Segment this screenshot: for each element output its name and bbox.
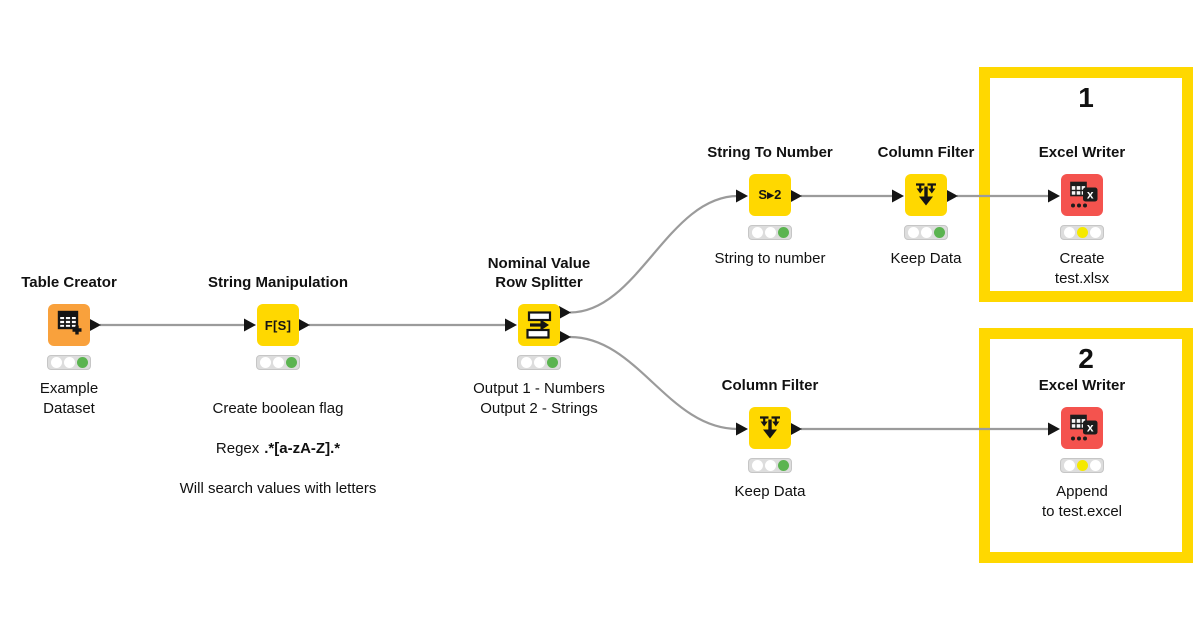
node-annotation: Keep Data (890, 250, 962, 267)
output-port[interactable] (946, 189, 958, 203)
node-annotation: Create boolean flag Regex.*[a-zA-Z].* Wi… (180, 379, 377, 519)
column-filter-icon[interactable] (905, 174, 947, 216)
status-dot (1063, 460, 1075, 471)
excel-writer-icon[interactable]: x (1061, 407, 1103, 449)
row-splitter-icon-graphic (526, 311, 552, 339)
string-manipulation-icon[interactable]: F[S] (257, 304, 299, 346)
annotation-line: Create boolean flag (212, 400, 344, 417)
table-plus-icon[interactable] (48, 304, 90, 346)
status-dot (777, 460, 789, 471)
status-dot (933, 227, 945, 238)
excel-writer-icon[interactable]: x (1061, 174, 1103, 216)
status-traffic-light (1060, 225, 1104, 240)
node-title: String To Number (707, 144, 833, 161)
output-port[interactable] (559, 306, 571, 319)
connection-rowsplitter-columnfilter-bottom[interactable] (569, 335, 739, 431)
annotation-line: Regex.*[a-zA-Z].* (215, 440, 341, 457)
input-port[interactable] (505, 318, 517, 332)
svg-text:x: x (1087, 421, 1094, 435)
input-port[interactable] (736, 189, 748, 203)
status-dot (533, 357, 545, 368)
status-dot (764, 227, 776, 238)
node-column-filter-bottom[interactable]: Column Filter Keep Data (640, 357, 900, 502)
node-annotation: Append to test.excel (1041, 483, 1123, 520)
status-dot (272, 357, 284, 368)
status-dot (1089, 227, 1101, 238)
column-filter-icon[interactable] (749, 407, 791, 449)
string-manipulation-glyph: F[S] (264, 317, 292, 333)
node-excel-writer-1[interactable]: Excel Writer x Create test.xlsx (952, 124, 1200, 289)
node-title: String Manipulation (208, 274, 348, 291)
status-dot (907, 227, 919, 238)
node-string-manipulation[interactable]: String Manipulation F[S] Create boolean … (148, 254, 408, 519)
status-dot (1063, 227, 1075, 238)
input-port[interactable] (1048, 422, 1060, 436)
column-filter-icon-graphic (760, 416, 780, 439)
status-dot (1076, 460, 1088, 471)
node-annotation: Example Dataset (39, 380, 99, 417)
svg-text:x: x (1087, 188, 1094, 202)
status-dot (259, 357, 271, 368)
status-traffic-light (904, 225, 948, 240)
status-traffic-light (748, 458, 792, 473)
status-dot (285, 357, 297, 368)
input-port[interactable] (244, 318, 256, 332)
node-table-creator[interactable]: Table Creator Example Dataset (0, 254, 199, 419)
connection-rowsplitter-stringtonumber[interactable] (569, 194, 739, 314)
output-port[interactable] (790, 422, 802, 436)
status-dot (764, 460, 776, 471)
node-annotation: Create test.xlsx (1054, 250, 1110, 287)
group-annotation-box-2[interactable]: 2 (979, 328, 1193, 563)
input-port[interactable] (1048, 189, 1060, 203)
output-port[interactable] (559, 330, 571, 344)
status-dot (751, 460, 763, 471)
status-dot (63, 357, 75, 368)
output-port[interactable] (790, 189, 802, 203)
regex-pattern: .*[a-zA-Z].* (264, 440, 341, 457)
status-dot (520, 357, 532, 368)
excel-writer-icon-graphic: x (1070, 181, 1098, 208)
output-port[interactable] (89, 318, 101, 332)
table-plus-icon-graphic (57, 310, 82, 335)
status-traffic-light (47, 355, 91, 370)
status-dot (546, 357, 558, 368)
node-title: Excel Writer (1038, 144, 1126, 161)
input-port[interactable] (736, 422, 748, 436)
status-dot (76, 357, 88, 368)
node-title: Column Filter (877, 144, 975, 161)
node-annotation: Output 1 - Numbers Output 2 - Strings (473, 380, 605, 417)
status-traffic-light (1060, 458, 1104, 473)
status-dot (920, 227, 932, 238)
row-splitter-icon[interactable] (518, 304, 560, 346)
node-title: Table Creator (21, 274, 117, 291)
group-annotation-number: 1 (1078, 82, 1094, 113)
node-column-filter-top[interactable]: Column Filter Keep Data (796, 124, 1056, 269)
status-dot (1089, 460, 1101, 471)
status-dot (1076, 227, 1088, 238)
status-dot (777, 227, 789, 238)
node-annotation: Keep Data (734, 483, 806, 500)
status-dot (751, 227, 763, 238)
group-annotation-number: 2 (1078, 343, 1094, 374)
status-dot (50, 357, 62, 368)
column-filter-icon-graphic (916, 183, 936, 206)
excel-writer-icon-graphic: x (1070, 414, 1098, 441)
status-traffic-light (256, 355, 300, 370)
node-title: Column Filter (721, 377, 819, 394)
node-title: Excel Writer (1038, 377, 1126, 394)
node-nominal-value-row-splitter[interactable]: Nominal Value Row Splitter Output 1 - Nu… (409, 254, 669, 419)
status-traffic-light (517, 355, 561, 370)
node-string-to-number[interactable]: String To Number S▸2 String to number (640, 124, 900, 269)
annotation-line: Will search values with letters (179, 480, 377, 497)
status-traffic-light (748, 225, 792, 240)
input-port[interactable] (892, 189, 904, 203)
node-annotation: String to number (714, 250, 826, 267)
output-port[interactable] (298, 318, 310, 332)
node-title: Nominal Value Row Splitter (487, 255, 591, 291)
group-annotation-box-1[interactable]: 1 (979, 67, 1193, 302)
node-excel-writer-2[interactable]: Excel Writer x Append to test.excel (952, 357, 1200, 522)
string-to-number-glyph: S▸2 (758, 187, 782, 202)
string-to-number-icon[interactable]: S▸2 (749, 174, 791, 216)
